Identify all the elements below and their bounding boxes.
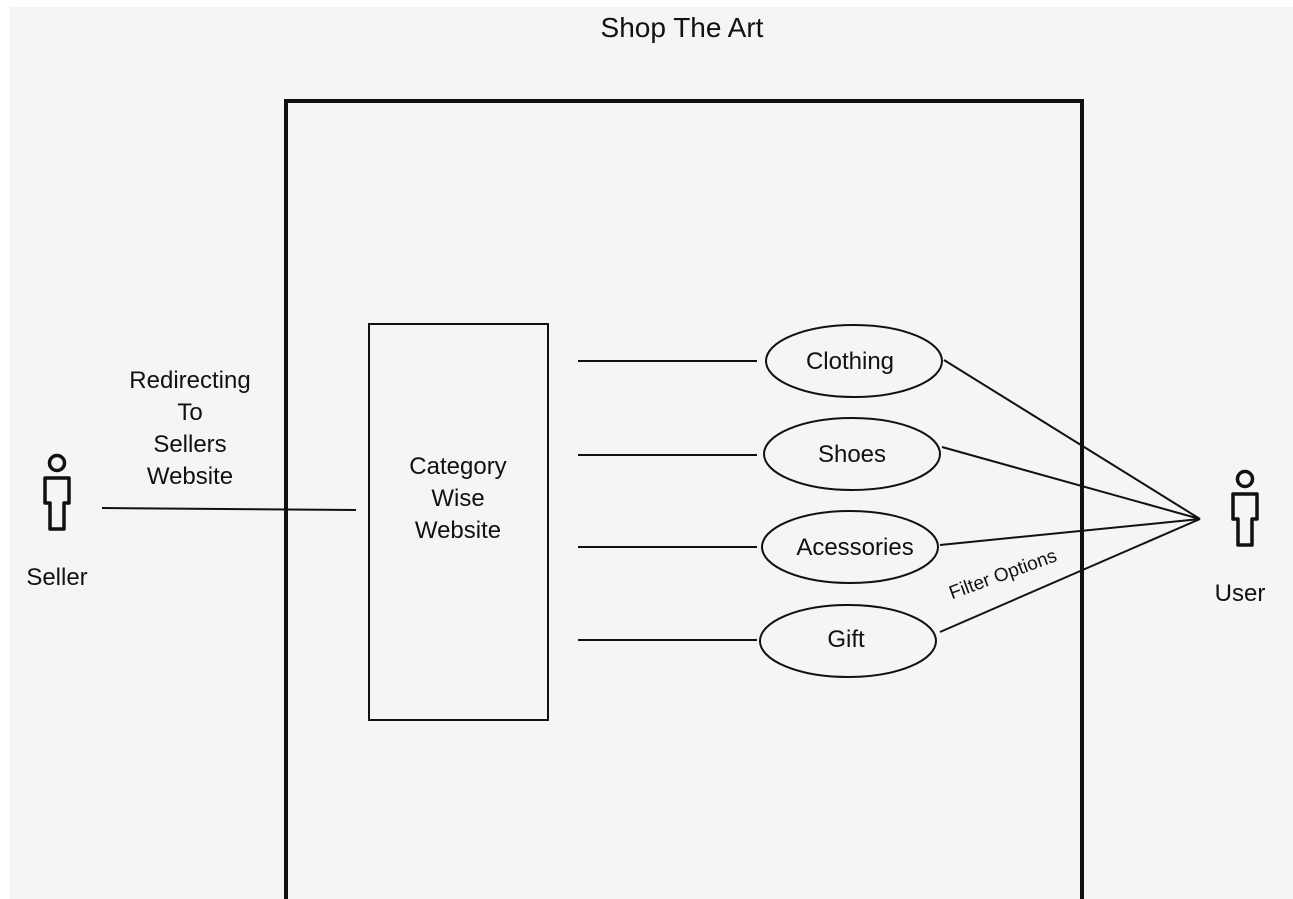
use-case-gift — [759, 604, 937, 678]
user-link-gift — [939, 518, 1201, 633]
system-boundary — [284, 99, 1084, 899]
seller-link-label-line-4: Website — [147, 463, 233, 490]
category-box — [368, 323, 549, 721]
user-link-shoes — [941, 446, 1201, 520]
user-actor-icon — [1231, 469, 1259, 547]
category-box-line-2: Wise — [431, 485, 484, 512]
user-link-clothing — [943, 359, 1201, 520]
use-case-shoes — [763, 417, 941, 491]
filter-options-label: Filter Options — [946, 546, 1059, 604]
seller-link — [101, 507, 357, 511]
use-case-clothing-label: Clothing — [806, 348, 894, 375]
user-actor-label: User — [1215, 580, 1266, 607]
use-case-shoes-label: Shoes — [818, 441, 886, 468]
category-box-line-3: Website — [415, 517, 501, 544]
seller-link-label-line-3: Sellers — [153, 431, 226, 458]
use-case-clothing — [765, 324, 943, 398]
use-case-acessories-label: Acessories — [796, 534, 913, 561]
diagram-canvas — [10, 7, 1293, 899]
seller-actor-label: Seller — [26, 564, 87, 591]
seller-link-label-line-2: To — [177, 399, 202, 426]
user-link-acessories — [939, 518, 1201, 546]
use-case-acessories — [761, 510, 939, 584]
use-case-gift-label: Gift — [827, 626, 865, 653]
seller-link-label-line-1: Redirecting — [129, 367, 250, 394]
seller-actor-icon — [43, 453, 71, 531]
category-box-line-1: Category — [409, 453, 506, 480]
diagram-title: Shop The Art — [601, 12, 764, 43]
